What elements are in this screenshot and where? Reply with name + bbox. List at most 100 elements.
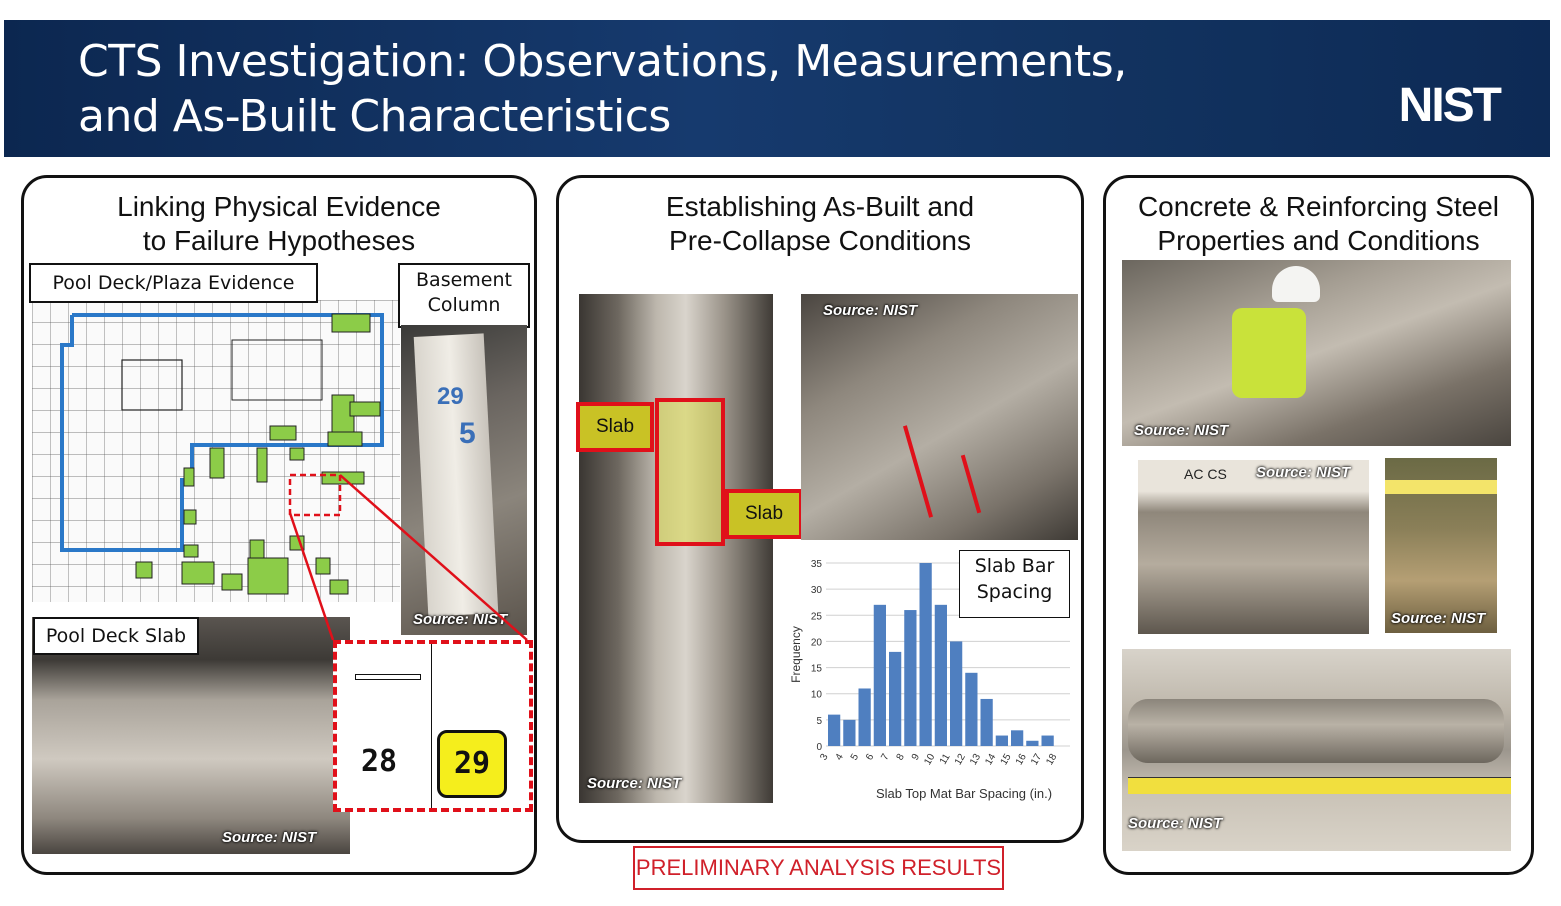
- histogram-bar: [950, 641, 963, 746]
- source-credit: Source: NIST: [1256, 464, 1351, 481]
- chart-label: Slab Bar Spacing: [959, 550, 1070, 618]
- x-tick-label: 3: [818, 752, 831, 763]
- y-tick-label: 20: [811, 637, 823, 648]
- detail-callout: [288, 473, 342, 517]
- detail-left-number: 28: [361, 744, 398, 779]
- chart-label-line-2: Spacing: [976, 581, 1053, 603]
- floor-plan-svg: [32, 300, 400, 602]
- title-line-1: CTS Investigation: Observations, Measure…: [78, 36, 1127, 87]
- histogram-bar: [995, 735, 1008, 746]
- x-tick-label: 11: [938, 752, 953, 767]
- right-title-line-1: Concrete & Reinforcing Steel: [1137, 191, 1500, 222]
- source-credit: Source: NIST: [1128, 815, 1223, 832]
- middle-panel-title: Establishing As-Built and Pre-Collapse C…: [559, 190, 1081, 258]
- page-title: CTS Investigation: Observations, Measure…: [78, 34, 1127, 144]
- pool-deck-slab-photo: Source: NIST: [32, 617, 350, 854]
- histogram-bar: [1026, 740, 1039, 746]
- x-tick-label: 7: [879, 752, 892, 763]
- safety-vest: [1232, 308, 1306, 398]
- source-credit: Source: NIST: [222, 829, 317, 846]
- histogram-bar: [980, 698, 993, 746]
- chart-label-line-1: Slab Bar: [974, 555, 1055, 577]
- y-tick-label: 5: [816, 716, 822, 727]
- x-tick-label: 15: [999, 752, 1014, 768]
- histogram-bar: [919, 563, 932, 746]
- histogram-bar: [843, 719, 856, 746]
- histogram-bar: [934, 604, 947, 746]
- left-title-line-2: to Failure Hypotheses: [142, 225, 416, 256]
- column-mark-a: 29: [437, 383, 464, 410]
- y-tick-label: 10: [811, 690, 823, 701]
- left-title-line-1: Linking Physical Evidence: [117, 191, 441, 222]
- x-tick-label: 12: [953, 752, 968, 768]
- x-tick-label: 5: [849, 752, 862, 763]
- detail-rule: [355, 674, 421, 680]
- histogram-bar: [858, 688, 871, 746]
- evidence-markers: [135, 313, 381, 595]
- sample-mark: AC CS: [1184, 466, 1227, 482]
- x-axis-label: Slab Top Mat Bar Spacing (in.): [876, 786, 1052, 801]
- tape-measure: [1385, 480, 1497, 494]
- source-credit: Source: NIST: [1134, 422, 1229, 439]
- histogram-bar: [965, 672, 978, 746]
- detail-right-number: 29: [437, 730, 507, 798]
- nist-logo: NIST: [1398, 79, 1502, 132]
- source-credit: Source: NIST: [587, 775, 682, 792]
- core-cylinder: [1128, 699, 1504, 763]
- x-tick-label: 17: [1029, 752, 1044, 768]
- y-tick-label: 30: [811, 585, 823, 596]
- concrete-core-photo: Source: NIST: [1122, 649, 1511, 851]
- basement-line-1: Basement: [416, 269, 512, 291]
- inspector-photo: Source: NIST: [1122, 260, 1511, 446]
- slab-label-2: Slab: [725, 489, 803, 539]
- x-tick-label: 4: [834, 752, 847, 763]
- middle-title-line-2: Pre-Collapse Conditions: [669, 225, 971, 256]
- x-tick-label: 18: [1044, 752, 1059, 768]
- middle-title-line-1: Establishing As-Built and: [665, 191, 975, 222]
- pool-deck-slab-label: Pool Deck Slab: [33, 617, 199, 655]
- source-credit: Source: NIST: [413, 611, 508, 628]
- detail-zoom: 28 29: [333, 640, 533, 812]
- slab-bar-photo: Source: NIST: [801, 294, 1078, 540]
- evidence-boundary: [60, 313, 384, 552]
- y-tick-label: 0: [816, 742, 822, 753]
- title-line-2: and As-Built Characteristics: [78, 91, 671, 142]
- histogram-bar: [1041, 735, 1054, 746]
- right-title-line-2: Properties and Conditions: [1157, 225, 1480, 256]
- pool-deck-plaza-label: Pool Deck/Plaza Evidence: [29, 263, 318, 303]
- detail-divider: [431, 644, 432, 808]
- basement-line-2: Column: [427, 294, 501, 316]
- core-sample-photo: AC CS Source: NIST: [1138, 460, 1369, 634]
- histogram-bar: [1011, 730, 1024, 746]
- column-mark-b: 5: [459, 417, 476, 450]
- slab-label-1: Slab: [576, 402, 654, 452]
- x-tick-label: 14: [983, 752, 998, 768]
- x-tick-label: 13: [968, 752, 983, 768]
- measure-mark: [902, 425, 934, 518]
- right-panel-title: Concrete & Reinforcing Steel Properties …: [1106, 190, 1531, 258]
- rebar-photo: Source: NIST: [1385, 458, 1497, 633]
- floor-plan-drawing: [32, 300, 400, 602]
- measure-mark: [960, 454, 982, 514]
- source-credit: Source: NIST: [1391, 610, 1486, 627]
- y-tick-label: 15: [811, 664, 823, 675]
- x-tick-label: 8: [895, 752, 908, 763]
- hard-hat: [1272, 266, 1320, 302]
- preliminary-results-banner: PRELIMINARY ANALYSIS RESULTS: [633, 846, 1004, 890]
- histogram-bar: [889, 651, 902, 746]
- y-tick-label: 25: [811, 611, 823, 622]
- histogram-bar: [828, 714, 841, 746]
- x-tick-label: 16: [1014, 752, 1029, 768]
- source-credit: Source: NIST: [823, 302, 918, 319]
- measuring-tape: [1128, 777, 1511, 794]
- basement-column-label: Basement Column: [398, 263, 530, 328]
- x-tick-label: 10: [922, 752, 937, 768]
- header-banner: CTS Investigation: Observations, Measure…: [4, 20, 1550, 157]
- x-tick-label: 9: [910, 752, 923, 763]
- y-axis-label: Frequency: [789, 626, 803, 683]
- y-tick-label: 35: [811, 559, 823, 570]
- histogram-bar: [904, 610, 917, 746]
- x-tick-label: 6: [864, 752, 877, 763]
- column-joint-photo: Source: NIST: [579, 294, 773, 803]
